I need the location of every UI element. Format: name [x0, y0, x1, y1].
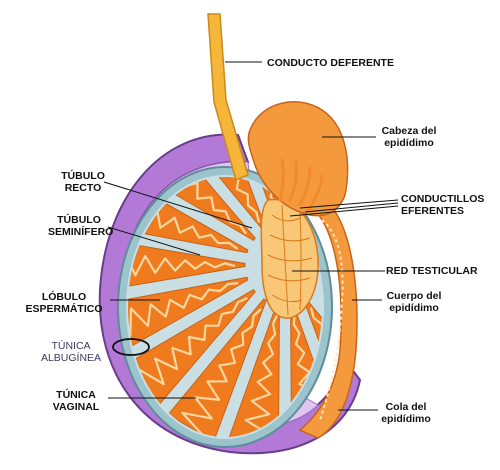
epididimo-tubulo: [319, 219, 344, 421]
tubulo-seminifero: [128, 188, 239, 250]
label-tubulo-seminifero: TÚBULO SEMINÍFERO: [48, 214, 114, 238]
label-tubulo-recto: TÚBULO RECTO: [61, 170, 105, 194]
label-conductillos-eferentes: CONDUCTILLOS EFERENTES: [401, 193, 485, 217]
label-cabeza-epididimo: Cabeza del epidídimo: [381, 125, 437, 149]
red-testicular-shape: [260, 198, 319, 319]
label-cola-epididimo: Cola del epidídimo: [381, 401, 431, 425]
tubulo-seminifero: [181, 308, 262, 437]
label-red-testicular: RED TESTICULAR: [386, 265, 478, 277]
epididimo-cuerpo-shape: [298, 203, 358, 439]
label-tunica-albuginea: TÚNICA ALBUGÍNEA: [40, 340, 102, 364]
tubulo-seminifero: [128, 249, 236, 282]
label-lobulo-espermatico: LÓBULO ESPERMÁTICO: [25, 291, 103, 315]
tubulo-seminifero: [128, 282, 239, 346]
label-cuerpo-epididimo: Cuerpo del epidídimo: [386, 290, 442, 314]
label-tunica-vaginal: TÚNICA VAGINAL: [52, 389, 100, 413]
conducto-deferente-shape: [207, 13, 249, 182]
leader-lines: [103, 61, 399, 411]
tubulo-seminifero: [128, 177, 247, 235]
label-conducto-deferente: CONDUCTO DEFERENTE: [267, 57, 394, 69]
tubulo-seminifero: [175, 177, 261, 223]
lobulo: [128, 276, 249, 355]
tubulo-seminifero: [136, 296, 248, 400]
albuginea-marker: [112, 338, 150, 356]
red-testicular-mesh: [267, 204, 313, 316]
